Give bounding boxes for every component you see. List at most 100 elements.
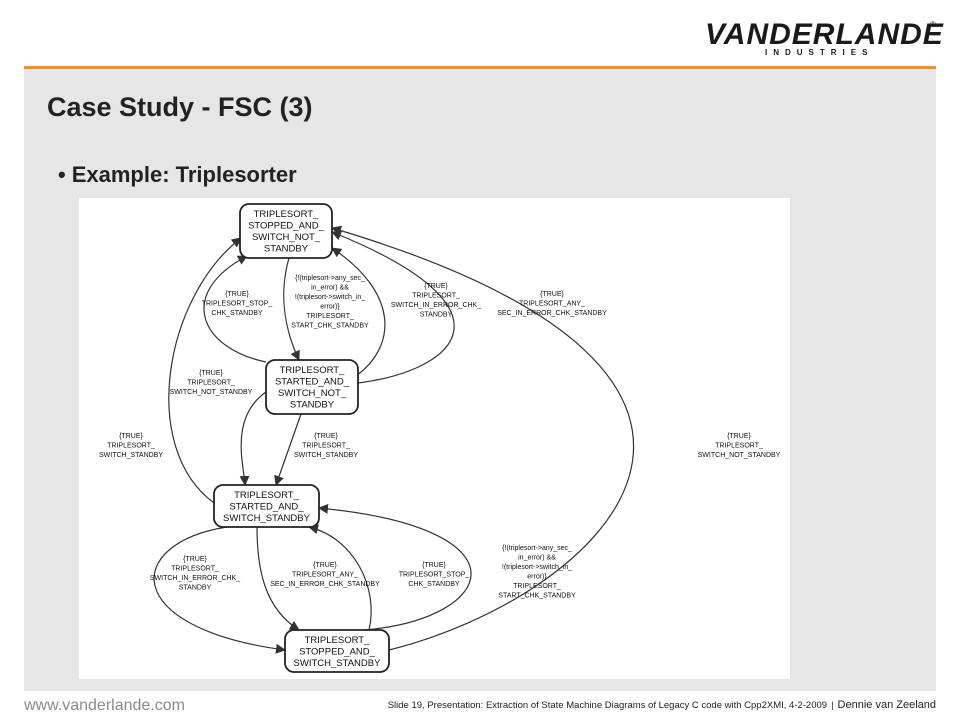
- state-box: [284, 629, 390, 673]
- transition-text-line: {!(triplesort->any_sec_: [502, 545, 572, 552]
- transition-text-line: CHK_STANDBY: [408, 581, 460, 588]
- state-label-line: STANDBY: [290, 400, 335, 411]
- transition-text: {!(triplesort->any_sec_in_error) &&!(tri…: [291, 275, 369, 330]
- transition-text-line: TRIPLESORT_: [412, 293, 460, 300]
- state-label-line: SWITCH_NOT_: [278, 388, 347, 399]
- transition-text-line: {TRUE}: [424, 283, 448, 290]
- transition-text-line: {TRUE}: [199, 370, 223, 377]
- transition-text-line: TRIPLESORT_STOP_: [202, 301, 273, 308]
- transition-text-line: SWITCH_NOT_STANDBY: [698, 452, 781, 459]
- transition-text-line: !(triplesort->switch_in_: [502, 564, 572, 571]
- state-label: TRIPLESORT_STOPPED_AND_SWITCH_NOT_STANDB…: [248, 209, 325, 255]
- transition-label-t9: {TRUE}TRIPLESORT_SWITCH_IN_ERROR_CHK_STA…: [150, 556, 240, 592]
- transition-label-t8: {TRUE} TRIPLESORT_ SWITCH_NOT_STANDBY: [698, 433, 781, 459]
- state-label-line: SWITCH_STANDBY: [223, 513, 311, 524]
- state-label-line: TRIPLESORT_: [305, 635, 370, 646]
- transition-text: {TRUE} TRIPLESORT_ SWITCH_NOT_STANDBY: [170, 370, 253, 396]
- transition-text: {TRUE} TRIPLESORT_STOP_ CHK_STANDBY: [202, 291, 273, 317]
- transition-arrow-t4: [331, 230, 455, 384]
- state-label-line: STARTED_AND_: [229, 501, 304, 512]
- transition-text-line: STANDBY: [420, 312, 453, 319]
- state-label-line: SWITCH_STANDBY: [294, 658, 382, 669]
- transition-label-t1: {TRUE} TRIPLESORT_STOP_ CHK_STANDBY: [202, 291, 273, 317]
- state-label-line: TRIPLESORT_: [234, 490, 299, 501]
- bullet-text: Example: Triplesorter: [71, 162, 297, 187]
- diagram-canvas: TRIPLESORT_STOPPED_AND_SWITCH_NOT_STANDB…: [99, 203, 781, 673]
- transition-text-line: TRIPLESORT_: [302, 443, 350, 450]
- state-node-s4: TRIPLESORT_STOPPED_AND_SWITCH_STANDBY: [284, 629, 390, 673]
- state-label: TRIPLESORT_STARTED_AND_SWITCH_STANDBY: [223, 490, 311, 524]
- transition-text-line: START_CHK_STANDBY: [498, 593, 576, 600]
- transition-label-t2: {!(triplesort->any_sec_in_error) &&!(tri…: [291, 275, 369, 330]
- transition-text-line: TRIPLESORT_ANY_: [519, 301, 585, 308]
- transition-label-t4: {TRUE} TRIPLESORT_ANY_ SEC_IN_ERROR_CHK_ST…: [497, 291, 607, 317]
- state-node-s2: TRIPLESORT_STARTED_AND_SWITCH_NOT_STANDB…: [265, 359, 359, 415]
- footer-info: Slide 19, Presentation: Extraction of St…: [388, 699, 936, 711]
- footer-website: www.vanderlande.com: [24, 697, 185, 714]
- transition-arrow-t1: [203, 255, 267, 363]
- transition-arrow-t10: [256, 526, 300, 631]
- transition-text-line: {!(triplesort->any_sec_: [295, 275, 365, 282]
- state-label-line: SWITCH_NOT_: [252, 232, 321, 243]
- transition-text-line: {TRUE}: [727, 433, 751, 440]
- transition-arrow-t9: [153, 526, 286, 654]
- transition-text-line: TRIPLESORT_ANY_: [292, 572, 358, 579]
- transition-text-line: TRIPLESORT_: [715, 443, 763, 450]
- transition-arrow-t5: [239, 391, 267, 486]
- bullet-dot-icon: •: [58, 162, 66, 187]
- transition-arrow-t3: [331, 247, 386, 377]
- state-box: [213, 484, 320, 528]
- vanderlande-logo: VANDERLANDE INDUSTRIES ®: [705, 18, 945, 60]
- transition-text-line: SWITCH_NOT_STANDBY: [170, 389, 253, 396]
- footer-author: Dennie van Zeeland: [837, 699, 936, 711]
- transition-arrow-t12: [318, 503, 472, 631]
- transition-text-line: SEC_IN_ERROR_CHK_STANDBY: [497, 310, 607, 317]
- transition-text-line: SWITCH_STANDBY: [294, 452, 358, 459]
- state-label-line: TRIPLESORT_: [254, 209, 319, 220]
- transition-text-line: TRIPLESORT_: [171, 566, 219, 573]
- transition-label-t10: {TRUE}TRIPLESORT_ANY_SEC_IN_ERROR_CHK_ST…: [270, 562, 380, 588]
- transition-text-line: error)}: [527, 574, 547, 581]
- state-label: TRIPLESORT_STARTED_AND_SWITCH_NOT_STANDB…: [275, 365, 350, 411]
- state-machine-diagram: TRIPLESORT_STOPPED_AND_SWITCH_NOT_STANDB…: [79, 198, 790, 679]
- transition-text-line: STANDBY: [179, 585, 212, 592]
- footer-separator: |: [831, 700, 834, 711]
- transition-text: {TRUE}TRIPLESORT_SWITCH_IN_ERROR_CHK_STA…: [150, 556, 240, 592]
- transition-text-line: TRIPLESORT_: [187, 380, 235, 387]
- transition-arrow-t8: [331, 225, 634, 651]
- footer-slide-info: Slide 19, Presentation: Extraction of St…: [387, 700, 828, 711]
- transition-arrow-t6: [168, 237, 242, 504]
- transition-label-t11: {TRUE}TRIPLESORT_STOP_CHK_STANDBY: [399, 562, 470, 588]
- bullet-item: •Example: Triplesorter: [58, 162, 297, 188]
- state-label-line: STOPPED_AND_: [299, 646, 376, 657]
- transition-text-line: in_error) &&: [311, 285, 349, 292]
- slide-title: Case Study - FSC (3): [47, 92, 313, 122]
- transition-text-line: SWITCH_STANDBY: [99, 452, 163, 459]
- state-node-s3: TRIPLESORT_STARTED_AND_SWITCH_STANDBY: [213, 484, 320, 528]
- transition-text: {TRUE}TRIPLESORT_STOP_CHK_STANDBY: [399, 562, 470, 588]
- state-label-line: TRIPLESORT_: [280, 365, 345, 376]
- transition-text: {!(triplesort->any_sec_ in_error) && !(tri…: [498, 545, 576, 600]
- transition-label-t12: {!(triplesort->any_sec_ in_error) && !(tri…: [498, 545, 576, 600]
- transition-text-line: SEC_IN_ERROR_CHK_STANDBY: [270, 581, 380, 588]
- state-label-line: STANDBY: [264, 244, 309, 255]
- transition-text-line: {TRUE}: [225, 291, 249, 298]
- state-box: [239, 203, 333, 259]
- transition-text: {TRUE}TRIPLESORT_SWITCH_IN_ERROR_CHK_STA…: [391, 283, 481, 319]
- transition-text-line: TRIPLESORT_: [306, 313, 354, 320]
- transition-text-line: TRIPLESORT_STOP_: [399, 572, 470, 579]
- transition-text: {TRUE} TRIPLESORT_ SWITCH_STANDBY: [99, 433, 163, 459]
- transition-text-line: {TRUE}: [119, 433, 143, 440]
- transition-label-t3: {TRUE}TRIPLESORT_SWITCH_IN_ERROR_CHK_STA…: [391, 283, 481, 319]
- transition-arrow-t2: [283, 257, 300, 361]
- transition-text-line: CHK_STANDBY: [211, 310, 263, 317]
- transition-text-line: {TRUE}: [540, 291, 564, 298]
- header: VANDERLANDE INDUSTRIES ®: [0, 0, 960, 64]
- transition-text-line: TRIPLESORT_: [107, 443, 155, 450]
- transition-text: {TRUE}TRIPLESORT_SWITCH_STANDBY: [294, 433, 358, 459]
- transition-text-line: {TRUE}: [183, 556, 207, 563]
- logo-subline: INDUSTRIES: [765, 48, 874, 57]
- transition-text: {TRUE}TRIPLESORT_ANY_SEC_IN_ERROR_CHK_ST…: [270, 562, 380, 588]
- transition-text-line: in_error) &&: [518, 555, 556, 562]
- logo-registered-mark: ®: [930, 20, 936, 29]
